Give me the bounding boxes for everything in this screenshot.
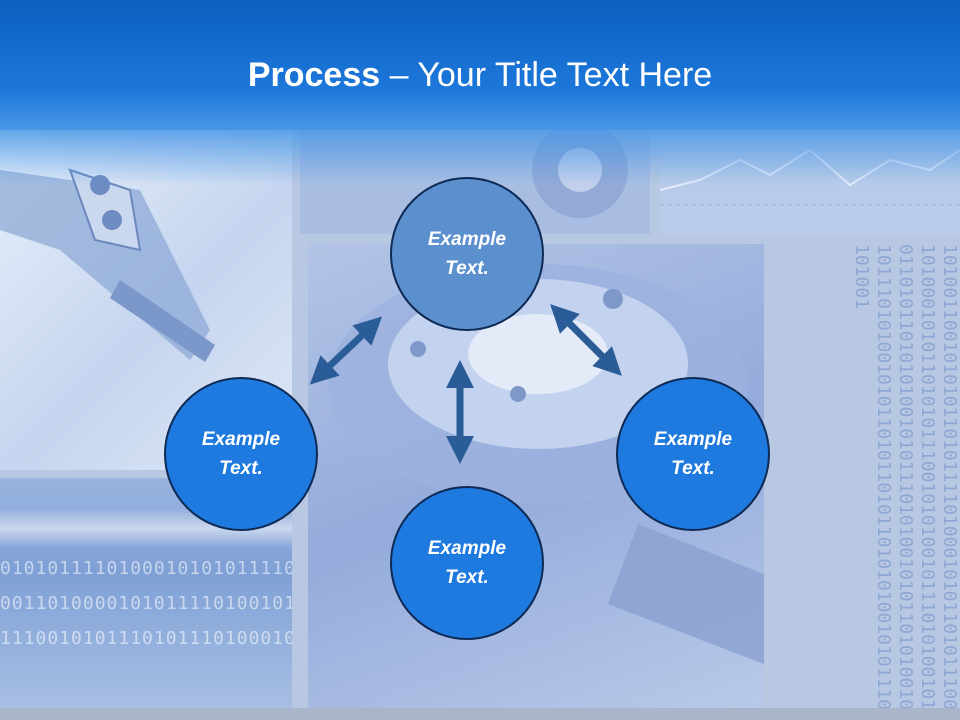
slide-title: Process – Your Title Text Here	[0, 52, 960, 98]
process-node-bottom[interactable]: Example Text.	[390, 486, 544, 640]
drive-arm-graphic	[0, 168, 215, 362]
node-text-line: Text.	[671, 458, 715, 479]
node-text-line: Example	[427, 538, 507, 559]
title-bar	[0, 0, 960, 130]
arrow-top-left	[309, 316, 383, 385]
binary-text-row: 1110010101110101110100010	[0, 628, 292, 649]
node-text-line: Example	[653, 429, 733, 450]
node-text-line: Text.	[445, 567, 489, 588]
node-text-line: Text.	[445, 258, 489, 279]
binary-text-row: 0101011110100010101011110	[0, 558, 292, 579]
node-text-line: Example	[427, 229, 507, 250]
process-node-top[interactable]: Example Text.	[390, 177, 544, 331]
title-bold: Process	[247, 56, 381, 94]
binary-text-row: 0011010000101011110100101	[0, 593, 292, 614]
title-rest: – Your Title Text Here	[380, 56, 713, 94]
bottom-border	[0, 708, 960, 720]
binary-text-column: 1010011001010101101011110100010101101011…	[851, 244, 960, 710]
process-node-right[interactable]: Example Text.	[616, 377, 770, 531]
node-text-line: Text.	[219, 458, 263, 479]
process-node-left[interactable]: Example Text.	[164, 377, 318, 531]
title-bar-fade	[0, 125, 960, 185]
arrow-top-right	[550, 304, 622, 376]
node-text-line: Example	[201, 429, 281, 450]
hard-drive-head-photo	[0, 130, 292, 470]
